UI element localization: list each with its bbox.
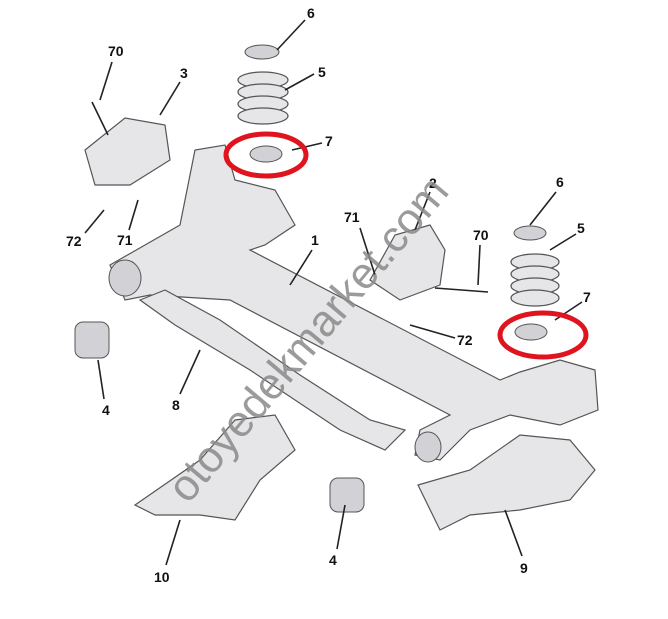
callout-6-top: 6 bbox=[307, 5, 315, 21]
spring-pad-7-left bbox=[249, 145, 283, 163]
callout-9: 9 bbox=[520, 560, 528, 576]
callout-71-left: 71 bbox=[117, 232, 133, 248]
bolt-70-right bbox=[434, 287, 489, 293]
bolt-70-left bbox=[91, 101, 109, 136]
callout-5-left: 5 bbox=[318, 64, 326, 80]
axle-bushing-left bbox=[108, 259, 142, 297]
callout-4-left: 4 bbox=[102, 402, 110, 418]
callout-5-right: 5 bbox=[577, 220, 585, 236]
callout-6-right: 6 bbox=[556, 174, 564, 190]
callout-2: 2 bbox=[429, 175, 437, 191]
callout-7-right: 7 bbox=[583, 289, 591, 305]
highlight-circle-right bbox=[497, 310, 589, 360]
callout-70-right: 70 bbox=[473, 227, 489, 243]
callout-71-right: 71 bbox=[344, 209, 360, 225]
heat-shield-8 bbox=[138, 289, 407, 451]
callout-1: 1 bbox=[311, 232, 319, 248]
underbody-plate-10 bbox=[133, 414, 296, 521]
underbody-plate-9 bbox=[417, 434, 596, 531]
bracket-3 bbox=[84, 117, 171, 186]
spring-seat-6-right bbox=[513, 225, 547, 241]
callout-10: 10 bbox=[154, 569, 170, 585]
spring-pad-7-right bbox=[514, 323, 548, 341]
spring-right bbox=[510, 253, 560, 307]
rear-axle-beam bbox=[109, 144, 599, 461]
callout-7-left: 7 bbox=[325, 133, 333, 149]
bushing-4-bottom bbox=[329, 477, 365, 513]
callout-3: 3 bbox=[180, 65, 188, 81]
callout-72-left: 72 bbox=[66, 233, 82, 249]
spring-left bbox=[237, 71, 289, 125]
highlight-circle-left bbox=[223, 131, 309, 179]
callout-8: 8 bbox=[172, 397, 180, 413]
axle-bushing-right bbox=[414, 431, 442, 463]
callout-4-bottom: 4 bbox=[329, 552, 337, 568]
leader-lines bbox=[84, 19, 583, 566]
callout-70-left: 70 bbox=[108, 43, 124, 59]
bracket-2 bbox=[369, 224, 446, 301]
callout-72-right: 72 bbox=[457, 332, 473, 348]
bushing-4-left bbox=[74, 321, 110, 359]
spring-seat-6-top bbox=[244, 44, 280, 60]
